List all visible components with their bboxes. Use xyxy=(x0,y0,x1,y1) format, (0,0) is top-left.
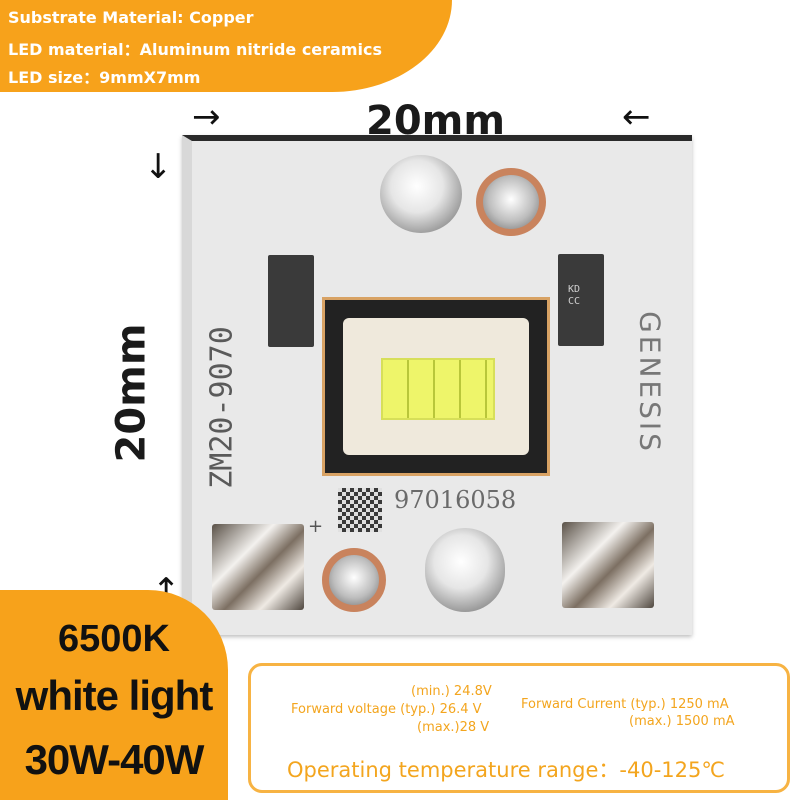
data-matrix-code xyxy=(338,488,382,532)
diode-right: KD CC xyxy=(558,254,604,346)
forward-voltage-min: (min.) 24.8V xyxy=(411,684,492,699)
ceramic-substrate xyxy=(343,318,529,455)
forward-voltage-max: (max.)28 V xyxy=(417,720,490,735)
solder-pad-positive xyxy=(212,524,304,610)
led-emitter xyxy=(381,358,495,420)
plus-icon: + xyxy=(308,516,324,537)
diode-left xyxy=(268,255,314,347)
forward-current-max: (max.) 1500 mA xyxy=(629,714,735,729)
power-range: 30W-40W xyxy=(24,736,205,783)
spec-badge: 6500K white light 30W-40W xyxy=(0,590,228,800)
brand-logo: GENESIS xyxy=(633,311,667,454)
mounting-slot-bottom xyxy=(425,528,505,612)
arrow-left-icon: ← xyxy=(622,97,651,137)
solder-pad-negative xyxy=(562,522,654,608)
forward-current-typ: Forward Current (typ.) 1250 mA xyxy=(521,697,729,712)
arrow-right-icon: → xyxy=(192,97,221,137)
led-chip-package xyxy=(322,297,550,476)
arrow-down-icon: ↓ xyxy=(144,147,173,187)
electrical-specs-box: (min.) 24.8V Forward voltage (typ.) 26.4… xyxy=(248,663,790,793)
model-number: ZM20-9070 xyxy=(204,326,240,489)
diode-marking: KD CC xyxy=(568,284,581,307)
via-ring-top xyxy=(476,168,546,236)
led-material-spec: LED material：Aluminum nitride ceramics xyxy=(8,40,383,59)
spec-banner: Substrate Material: Copper LED material：… xyxy=(0,0,452,92)
mounting-hole-top xyxy=(380,155,462,233)
forward-voltage-typ: Forward voltage (typ.) 26.4 V xyxy=(291,702,482,717)
operating-temperature: Operating temperature range：-40-125℃ xyxy=(287,758,725,782)
led-size-spec: LED size：9mmX7mm xyxy=(8,68,201,87)
via-ring-bottom xyxy=(322,548,386,612)
serial-number: 97016058 xyxy=(394,486,517,514)
color-temperature: 6500K xyxy=(58,618,170,660)
substrate-spec: Substrate Material: Copper xyxy=(8,8,254,27)
light-type: white light xyxy=(15,672,214,719)
height-label: 20mm xyxy=(108,323,155,463)
